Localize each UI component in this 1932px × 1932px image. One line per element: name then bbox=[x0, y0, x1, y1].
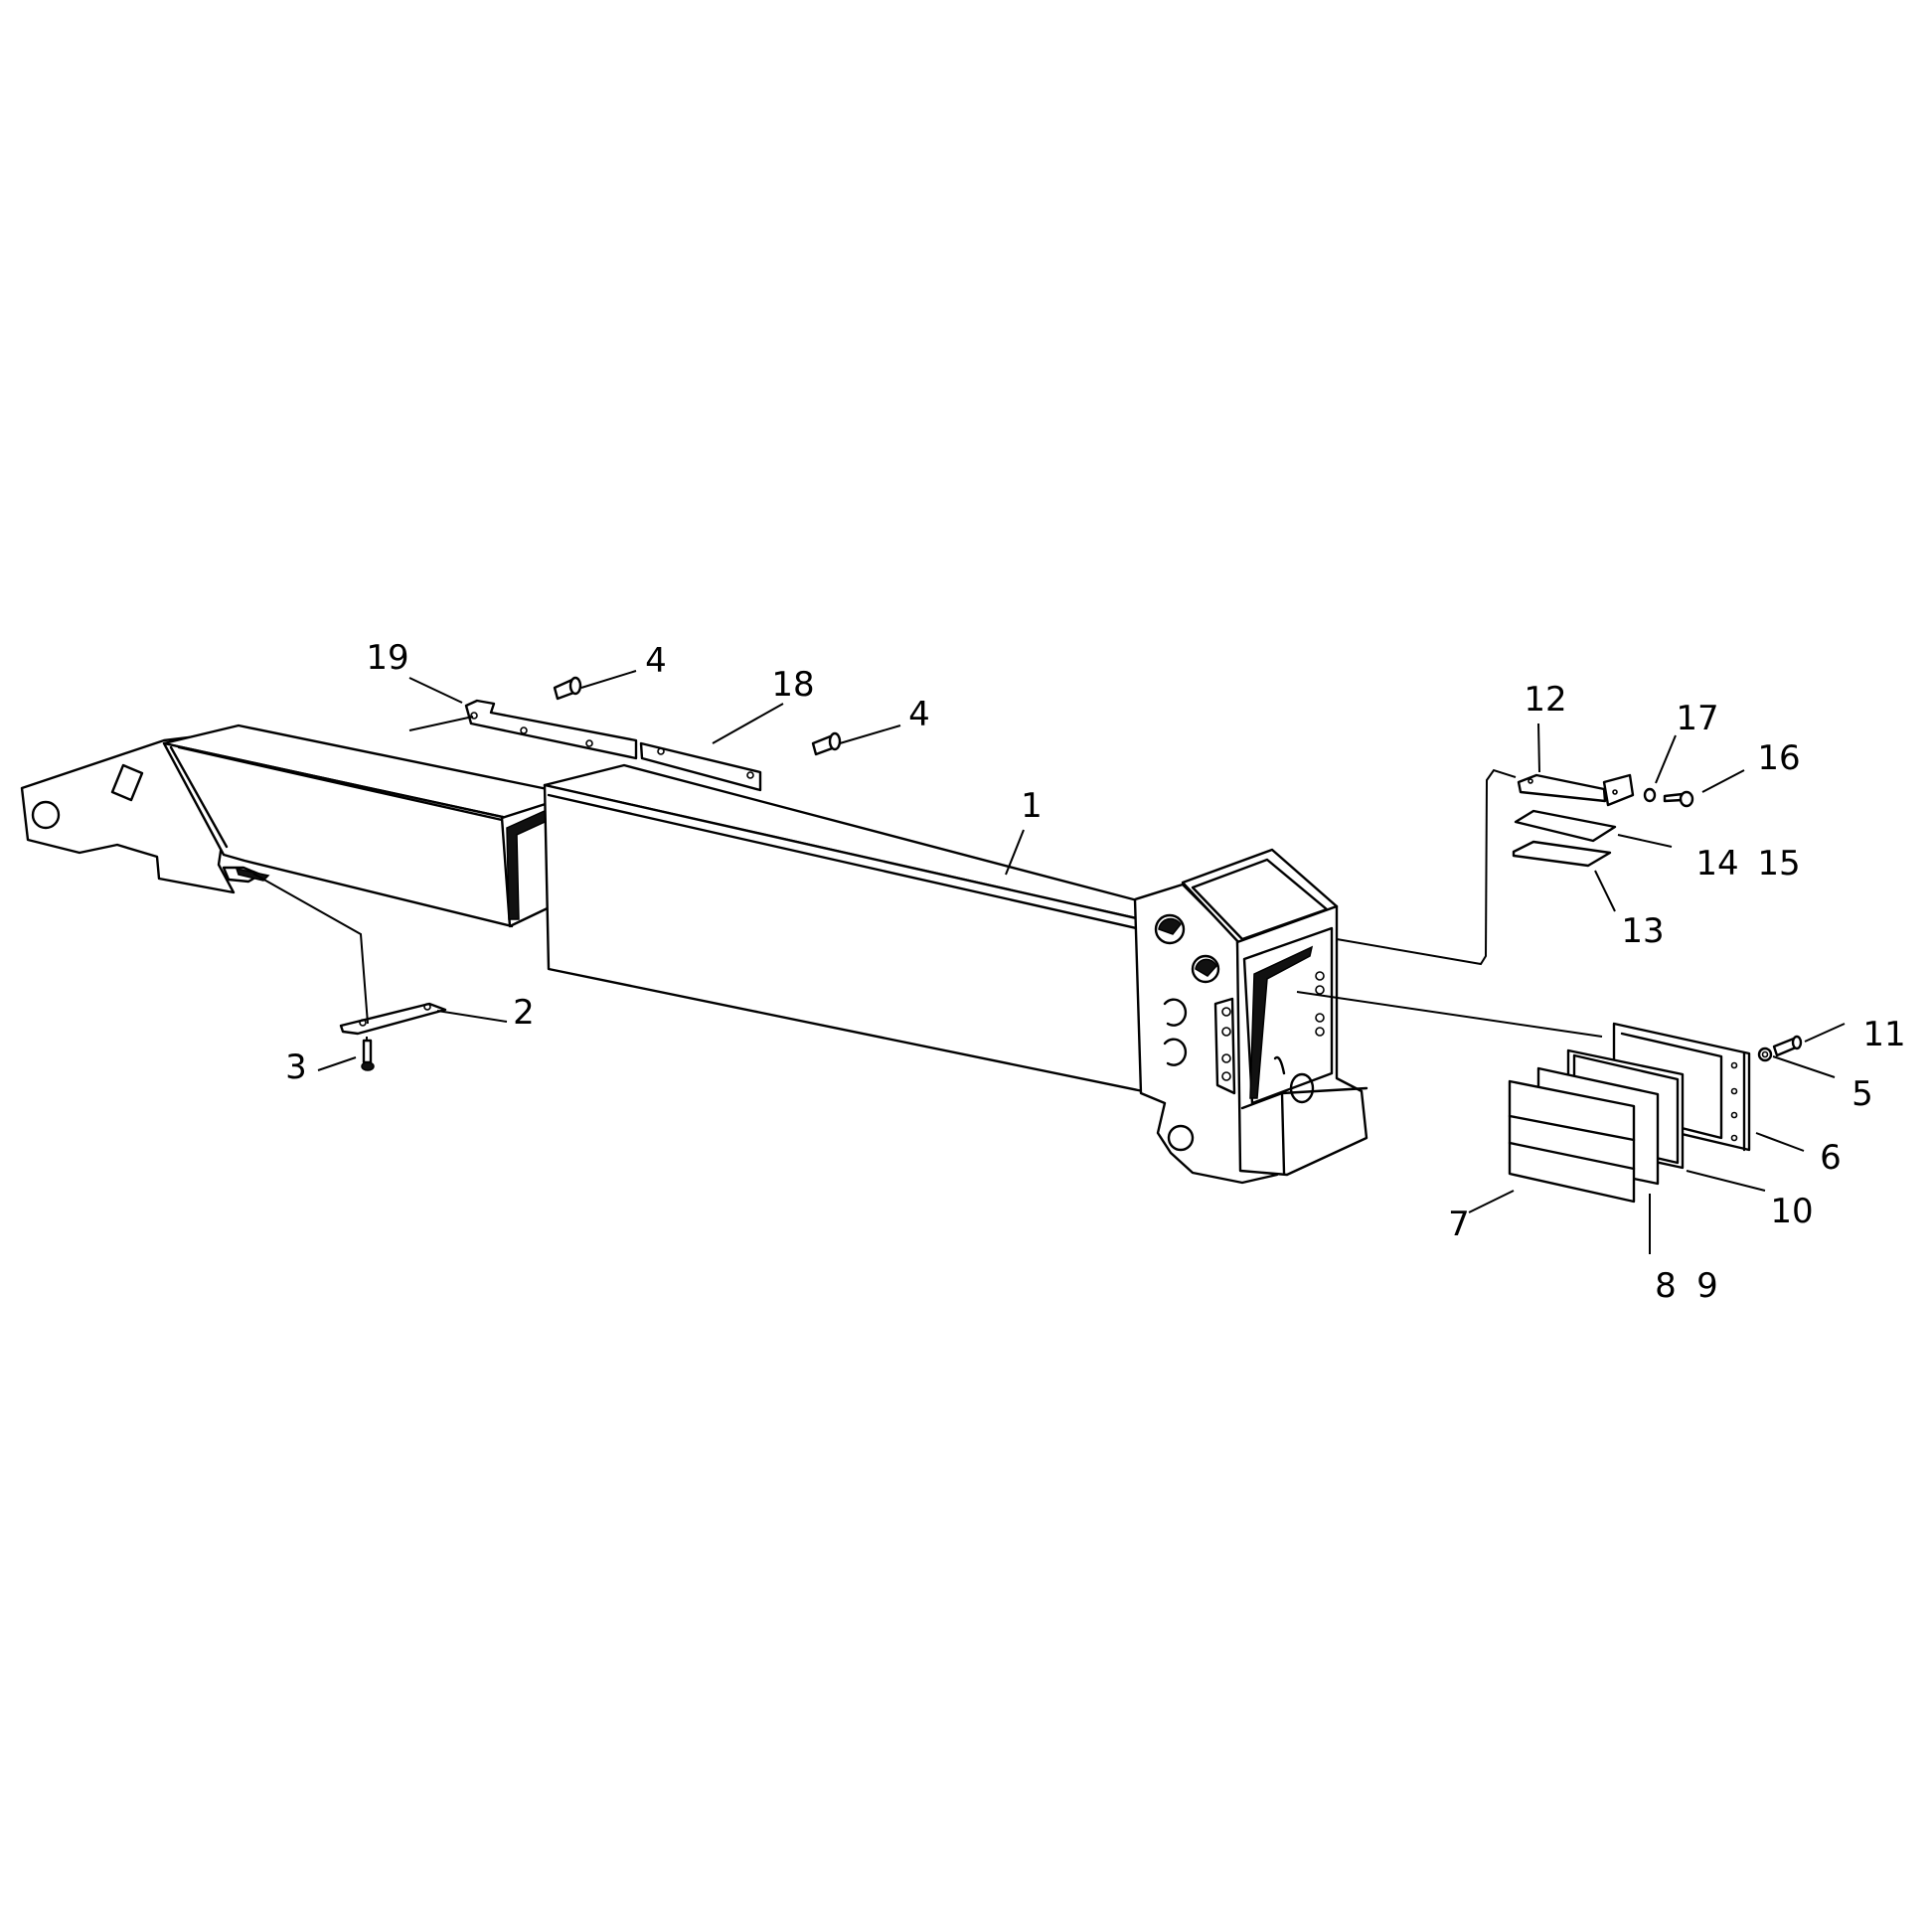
callout-17: 17 bbox=[1676, 699, 1718, 738]
callout-6: 6 bbox=[1820, 1138, 1842, 1178]
callout-16: 16 bbox=[1757, 738, 1800, 778]
assembly-lines bbox=[252, 716, 1603, 1040]
bolt-4-upper bbox=[553, 676, 582, 701]
callout-10: 10 bbox=[1770, 1192, 1813, 1231]
callout-15: 15 bbox=[1757, 844, 1800, 884]
callout-18: 18 bbox=[771, 665, 814, 705]
callout-4-upper: 4 bbox=[645, 641, 667, 681]
wear-strip-18 bbox=[639, 741, 762, 792]
washer-17 bbox=[1643, 787, 1657, 803]
callout-11: 11 bbox=[1862, 1015, 1905, 1054]
wear-strip-bracket-19 bbox=[464, 699, 638, 760]
callout-3: 3 bbox=[285, 1047, 307, 1087]
callout-12: 12 bbox=[1524, 680, 1566, 720]
callout-9: 9 bbox=[1696, 1266, 1718, 1306]
slide-pad-7 bbox=[1508, 1079, 1636, 1204]
bolt-4-lower bbox=[811, 731, 842, 756]
callout-1: 1 bbox=[1021, 786, 1043, 826]
bolt-16 bbox=[1663, 790, 1694, 808]
leader-lines bbox=[317, 670, 1846, 1254]
callout-8: 8 bbox=[1655, 1266, 1677, 1306]
slide-plate-13 bbox=[1512, 840, 1612, 868]
shim-14-15 bbox=[1514, 809, 1617, 843]
slide-plate-2 bbox=[339, 1002, 447, 1036]
callout-13: 13 bbox=[1621, 911, 1664, 951]
inner-boom-section bbox=[543, 763, 1145, 1093]
callout-7: 7 bbox=[1448, 1205, 1470, 1244]
bolt-3 bbox=[361, 1039, 375, 1071]
bolt-11 bbox=[1772, 1035, 1803, 1057]
callout-4-lower: 4 bbox=[908, 695, 930, 734]
callout-2: 2 bbox=[513, 993, 535, 1033]
callout-5: 5 bbox=[1852, 1074, 1873, 1114]
boom-head bbox=[1133, 848, 1368, 1185]
callout-labels: 1 2 3 4 4 5 6 7 8 9 10 11 12 13 14 15 16… bbox=[285, 638, 1905, 1306]
outer-boom-section bbox=[20, 724, 578, 928]
washer-5 bbox=[1757, 1046, 1773, 1062]
angle-bracket-12 bbox=[1517, 773, 1635, 807]
callout-14: 14 bbox=[1695, 844, 1738, 884]
callout-19: 19 bbox=[366, 638, 408, 678]
